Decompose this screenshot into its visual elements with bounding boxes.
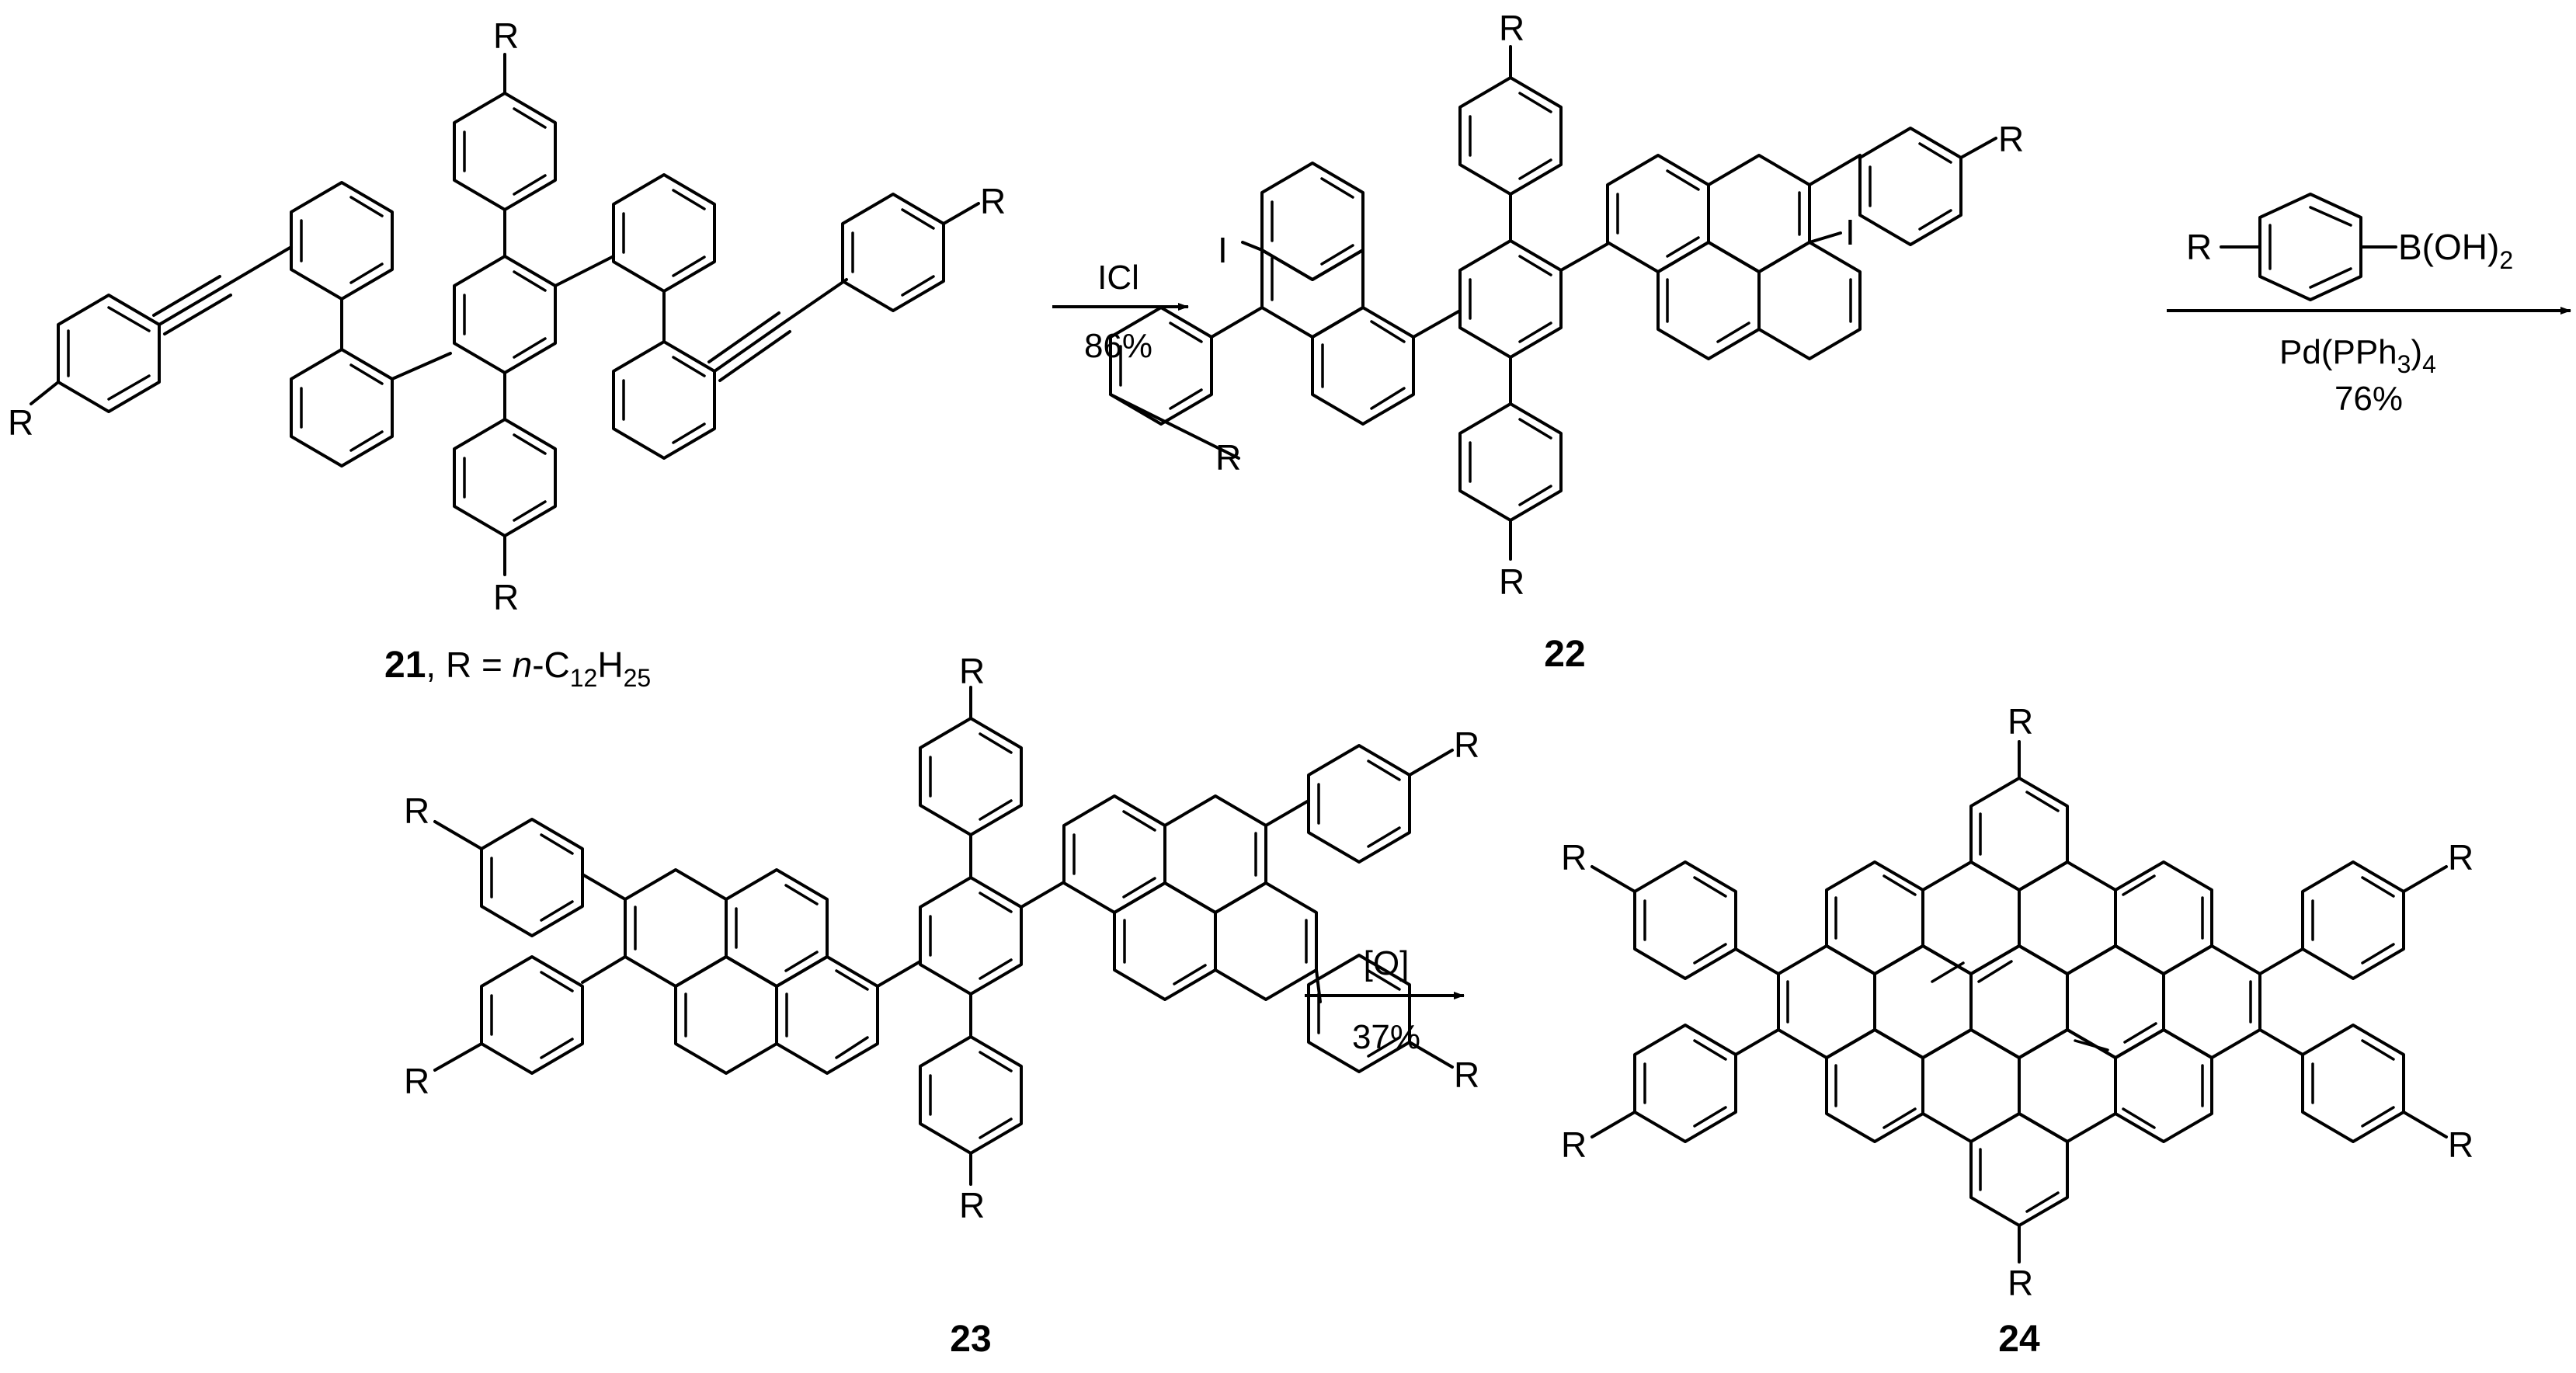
c24-r-top: R [2008,701,2033,742]
c23-r-bottom: R [959,1185,985,1225]
boronic-r: R [2186,227,2212,267]
boronic-acid-label: B(OH)2 [2398,227,2513,274]
compound-22-label: 22 [1544,634,1585,675]
boronic-acid-structure [2220,193,2397,301]
c23-r-bottom-right: R [1454,1055,1479,1095]
c22-r-bottom: R [1499,561,1524,602]
c23-r-top-right: R [1454,725,1479,765]
step1-reagent: ICl [1097,259,1139,297]
compound-22-structure [1109,45,1997,561]
c24-r-top-left: R [1561,837,1587,878]
compound-23-label: 23 [950,1319,991,1360]
step2-catalyst: Pd(PPh3)4 [2279,333,2436,378]
c21-r-right: R [980,181,1006,221]
compound-21-label: 21, R = n-C12H25 [384,645,651,692]
c22-r-right: R [1998,119,2024,159]
c23-r-top-left: R [404,791,429,831]
c24-r-bottom: R [2008,1263,2033,1303]
c21-r-bottom: R [493,577,519,617]
c22-r-left: R [1215,437,1241,478]
compound-24-label: 24 [1998,1319,2040,1360]
c24-r-bottom-left: R [1561,1124,1587,1165]
c24-r-top-right: R [2448,837,2473,878]
c24-r-bottom-right: R [2448,1124,2473,1165]
step2-yield: 76% [2334,380,2403,418]
compound-24-structure [1590,740,2448,1264]
step3-reagent: [O] [1364,944,1410,982]
c22-iodo-right: I [1845,212,1855,252]
c21-r-top: R [493,16,519,56]
c22-iodo-left: I [1218,230,1228,270]
compound-21-structure [30,53,980,576]
c23-r-bottom-left: R [404,1061,429,1101]
c21-r-left: R [8,402,33,443]
c23-r-top: R [959,651,985,691]
compound-23-structure [433,686,1454,1186]
c22-r-top: R [1499,8,1524,48]
step3-yield: 37% [1352,1018,1420,1056]
